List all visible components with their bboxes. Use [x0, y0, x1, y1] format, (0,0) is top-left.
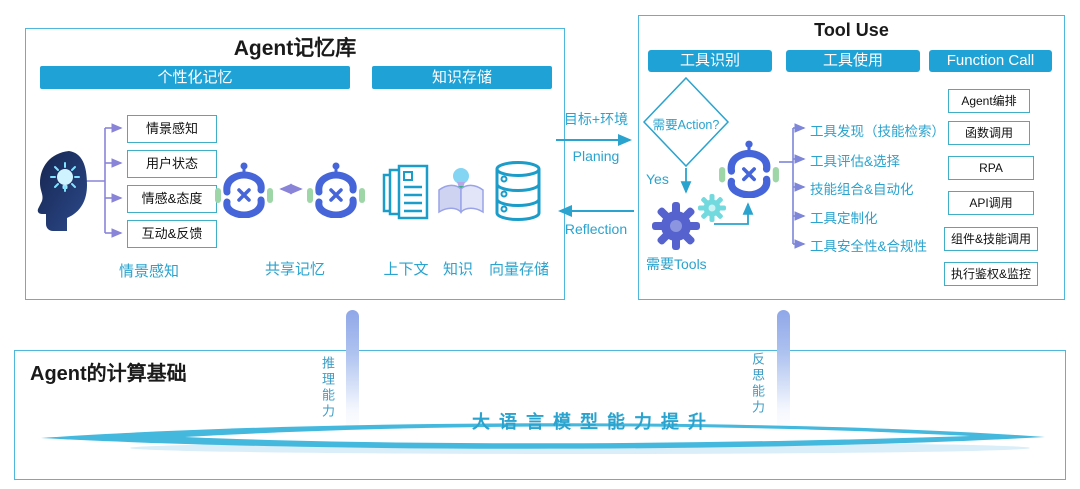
function-call-header: Function Call [929, 50, 1052, 72]
memory-box-title: Agent记忆库 [233, 37, 357, 60]
knowledge-label: 知识 [442, 261, 473, 278]
computation-foundation-box [14, 350, 1066, 480]
perception-label: 情景感知 [118, 263, 179, 280]
foundation-title: Agent的计算基础 [30, 363, 187, 385]
knowledge-book-icon [438, 168, 484, 214]
tool-usage-header: 工具使用 [786, 50, 920, 72]
perception-item-emotion: 情感&态度 [127, 185, 217, 213]
knowledge-storage-header: 知识存储 [372, 66, 552, 89]
call-type-auth-monitoring: 执行鉴权&监控 [944, 262, 1038, 286]
need-action-decision: 需要Action? [652, 118, 720, 132]
robot-icon-left [215, 162, 273, 218]
llm-capability-label: 大 语 言 模 型 能 力 提 升 [471, 412, 708, 432]
robot-icon-tool [719, 140, 779, 198]
tool-recognition-header: 工具识别 [648, 50, 772, 72]
planing-label: Planing [572, 148, 620, 164]
personal-memory-header: 个性化记忆 [40, 66, 350, 89]
perception-item-user-state: 用户状态 [127, 150, 217, 178]
call-type-api-call: API调用 [948, 191, 1034, 215]
yes-label: Yes [646, 171, 669, 187]
tool-use-title: Tool Use [814, 20, 889, 40]
need-tools-label: 需要Tools [646, 256, 707, 272]
capability-tool-customization: 工具定制化 [810, 211, 878, 226]
capability-tool-evaluation: 工具评估&选择 [810, 154, 901, 169]
call-type-function-call: 函数调用 [948, 121, 1030, 145]
vector-storage-label: 向量存储 [488, 261, 549, 278]
call-type-component-skill: 组件&技能调用 [944, 227, 1038, 251]
vector-database-icon [495, 161, 541, 222]
reflection-connector-bar [777, 310, 790, 435]
human-head-idea-icon [37, 151, 87, 231]
reflection-ability-label: 反思能力 [750, 352, 765, 416]
perception-item-scene: 情景感知 [127, 115, 217, 143]
gears-icon [652, 194, 726, 250]
reasoning-connector-bar [346, 310, 359, 435]
call-type-rpa: RPA [948, 156, 1034, 180]
capability-tool-discovery: 工具发现（技能检索） [810, 124, 945, 139]
capability-tool-safety: 工具安全性&合规性 [810, 239, 928, 254]
capability-skill-combination: 技能组合&自动化 [810, 182, 914, 197]
shared-memory-label: 共享记忆 [264, 261, 325, 278]
robot-icon-right [307, 162, 365, 218]
reflection-label: Reflection [564, 221, 628, 237]
reasoning-ability-label: 推理能力 [320, 356, 335, 420]
goal-env-label: 目标+环境 [563, 111, 629, 127]
call-type-agent-orchestration: Agent编排 [948, 89, 1030, 113]
context-label: 上下文 [383, 261, 429, 278]
documents-icon [382, 164, 429, 220]
perception-item-interaction: 互动&反馈 [127, 220, 217, 248]
llm-lens-graphic [41, 423, 1045, 454]
